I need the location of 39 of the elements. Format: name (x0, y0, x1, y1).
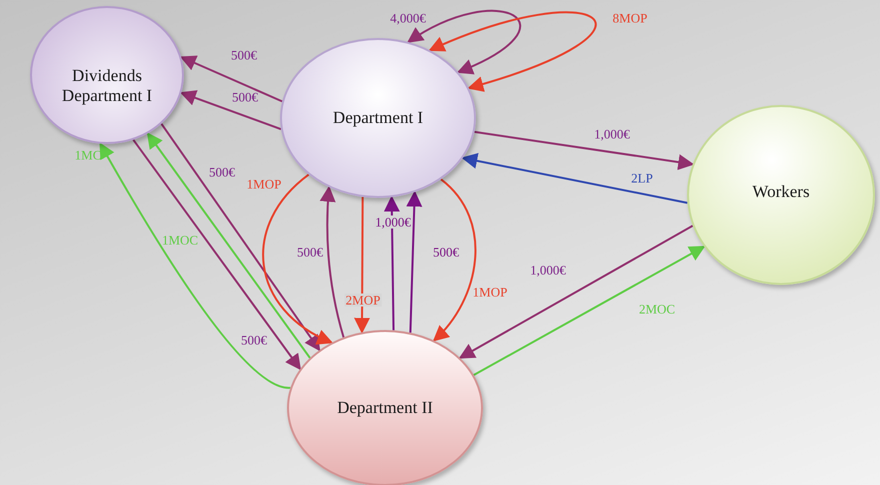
arrow (458, 224, 694, 359)
node-label: Department II (336, 398, 434, 418)
arrow (432, 178, 476, 342)
edge-label: 1MOP (246, 178, 282, 190)
edge-label: 1MOP (472, 286, 508, 298)
edge-label: 500€ (240, 334, 268, 346)
edge-label: 8MOP (612, 12, 648, 24)
arrow (132, 139, 302, 370)
arrow (262, 174, 334, 344)
edge-label: 500€ (230, 48, 258, 62)
edge-label: 1MOC (160, 234, 200, 246)
node-label: Dividends Department I (60, 66, 154, 106)
edge-label: 2LP (630, 172, 654, 184)
arrow (384, 196, 400, 330)
edge-label: 4,000€ (389, 12, 427, 24)
edge-label: 500€ (231, 90, 259, 104)
arrow (99, 142, 290, 389)
edge-label: 2MOC (638, 302, 676, 316)
arrow (146, 132, 311, 358)
edge-label: 1,000€ (593, 128, 631, 140)
edge-label: 1,000€ (529, 264, 567, 276)
node-label: Department I (332, 108, 424, 128)
ellipse-node (280, 38, 476, 198)
edge-label: 2MOP (344, 294, 382, 306)
arrow (474, 130, 694, 170)
arrow (406, 10, 521, 74)
arrow (320, 186, 345, 338)
edge-label: 1,000€ (374, 216, 412, 228)
arrow (180, 90, 282, 130)
arrow (428, 11, 596, 92)
node-label: Workers (751, 182, 811, 202)
arrow (160, 123, 320, 352)
edge-label: 500€ (296, 246, 324, 258)
arrow (406, 190, 422, 333)
edge-label: 500€ (432, 246, 460, 258)
arrow (180, 56, 283, 102)
edge-label: 500€ (208, 166, 236, 178)
arrow (473, 246, 706, 376)
edge-label: 1MC (74, 148, 102, 162)
